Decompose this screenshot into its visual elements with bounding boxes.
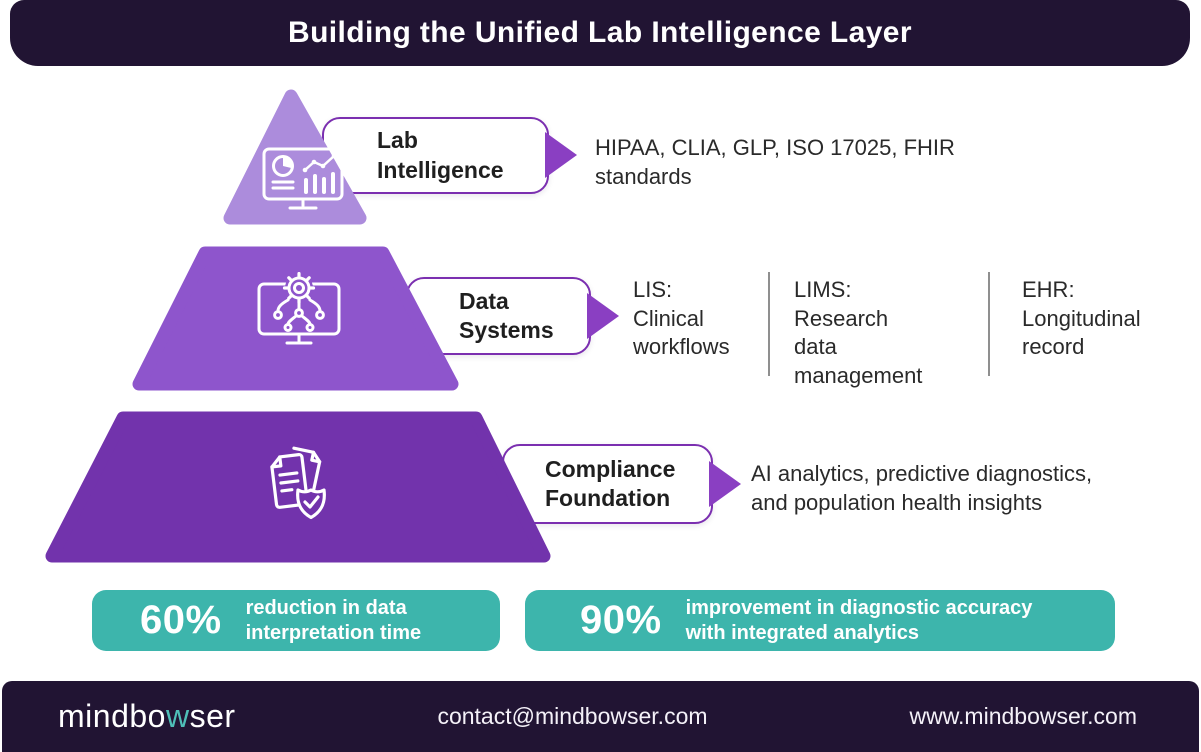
column-lis: LIS: Clinical workflows [633,277,730,360]
logo-accent-letter: w [165,698,190,734]
column-lims: LIMS: Research data management [794,277,923,388]
arrow-right-icon [545,132,577,178]
logo-text: ser [189,698,236,734]
pill-label-data-systems: Data Systems [459,287,554,343]
title-bar: Building the Unified Lab Intelligence La… [10,0,1190,66]
pill-label-compliance-foundation: Compliance Foundation [545,455,676,511]
column-divider [768,272,770,376]
footer-email: contact@mindbowser.com [437,703,708,729]
arrow-right-icon [587,293,619,339]
stat-value: 90% [580,598,662,642]
arrow-right-icon [709,461,741,507]
monitor-gear-network-icon [257,272,341,345]
page-title: Building the Unified Lab Intelligence La… [288,16,912,49]
label-pill-data-systems: Data Systems [406,277,591,355]
label-pill-compliance-foundation: Compliance Foundation [502,444,713,524]
stat-box-diagnostic-accuracy: 90% improvement in diagnostic accuracy w… [525,590,1115,651]
stat-label: reduction in data interpretation time [245,596,422,644]
stat-box-interpretation-time: 60% reduction in data interpretation tim… [92,590,500,651]
monitor-analytics-icon [262,147,344,210]
level-1-description: HIPAA, CLIA, GLP, ISO 17025, FHIR standa… [595,135,955,190]
column-ehr: EHR: Longitudinal record [1022,277,1141,360]
stat-label: improvement in diagnostic accuracy with … [685,596,1033,644]
footer-website: www.mindbowser.com [909,703,1137,729]
level-3-description: AI analytics, predictive diagnostics, an… [751,461,1093,516]
documents-shield-check-icon [270,446,326,520]
footer-bar: mindbowser contact@mindbowser.com www.mi… [2,681,1199,752]
label-pill-lab-intelligence: Lab Intelligence [322,117,549,194]
column-divider [988,272,990,376]
pill-label-lab-intelligence: Lab Intelligence [377,127,504,183]
stat-value: 60% [140,598,222,642]
logo-text: mindbo [58,698,166,734]
mindbowser-logo: mindbowser [58,698,236,735]
